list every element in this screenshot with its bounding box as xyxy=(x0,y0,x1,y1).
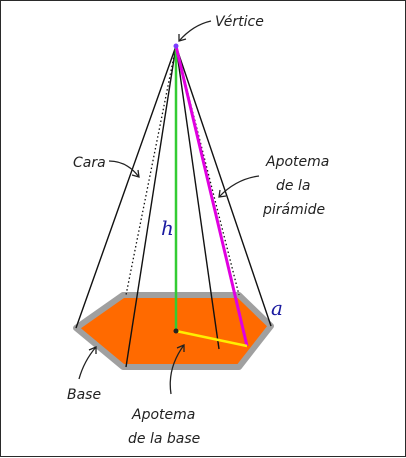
apothem-base-label-line2: de la base xyxy=(128,431,200,447)
apothem-base-line xyxy=(175,329,248,348)
apothem-pyramid-label-line2: de la xyxy=(276,178,310,194)
vertex-callout-arrow xyxy=(178,20,212,42)
edge-front-left xyxy=(125,45,177,368)
edge-left xyxy=(75,45,177,329)
apothem-pyramid-label-line3: pirámide xyxy=(262,202,325,218)
vertex-label: Vértice xyxy=(215,14,264,30)
face-arrowhead xyxy=(131,169,140,178)
edge-front-right xyxy=(175,45,220,350)
apothem-pyramid-callout-arrow xyxy=(218,175,260,198)
vertex-arrowhead xyxy=(178,34,187,42)
base-label: Base xyxy=(67,387,101,403)
base-arrowhead xyxy=(88,346,97,354)
apothem-pyramid-label-line1: Apotema xyxy=(265,154,329,170)
base-callout-arrow xyxy=(78,346,97,380)
apothem-base-label-line1: Apotema xyxy=(131,407,195,423)
base-center-point xyxy=(173,328,179,334)
apothem-pyramid-arrowhead xyxy=(218,189,227,198)
apothem-base-arrowhead xyxy=(176,344,185,352)
height-symbol: h xyxy=(161,216,174,240)
vertex-point xyxy=(173,43,179,49)
apothem-pyramid-line xyxy=(174,45,249,347)
face-label: Cara xyxy=(73,155,106,171)
hidden-edge-right xyxy=(175,45,240,296)
face-callout-arrow xyxy=(108,160,140,178)
edge-right xyxy=(175,45,272,327)
apothem-base-callout-arrow xyxy=(169,344,185,395)
side-symbol: a xyxy=(271,296,283,320)
